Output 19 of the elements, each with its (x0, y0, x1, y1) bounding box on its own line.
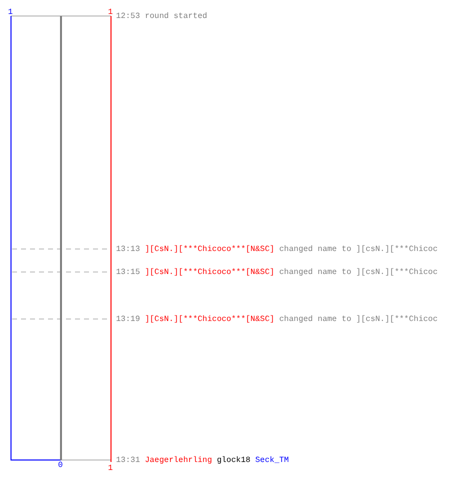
log-message: round started (144, 12, 208, 21)
log-time: 13:13 (116, 245, 140, 254)
log-time: 13:19 (116, 315, 140, 324)
log-time: 13:31 (116, 456, 140, 465)
log-message: changed name to ][csN.][***Chicoc (279, 245, 438, 254)
count-number: 1 (108, 464, 113, 473)
count-number: 1 (108, 8, 113, 17)
player-name: ][CsN.][***Chicoco***[N&SC] (144, 245, 274, 254)
count-number: 1 (8, 8, 13, 17)
count-number: 0 (58, 461, 63, 470)
log-message: changed name to ][csN.][***Chicoc (279, 315, 438, 324)
log-message: changed name to ][csN.][***Chicoc (279, 268, 438, 277)
player-name: ][CsN.][***Chicoco***[N&SC] (144, 268, 274, 277)
player-name: ][CsN.][***Chicoco***[N&SC] (144, 315, 274, 324)
log-time: 13:15 (116, 268, 140, 277)
player-name: Seck_TM (255, 456, 289, 465)
player-name: Jaegerlehrling (144, 456, 212, 465)
weapon-name: glock18 (216, 456, 250, 465)
log-time: 12:53 (116, 12, 140, 21)
